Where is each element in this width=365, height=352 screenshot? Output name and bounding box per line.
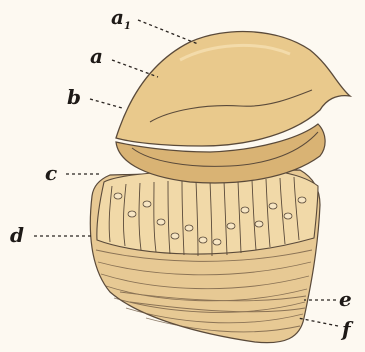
label-a1: a1 bbox=[111, 5, 131, 32]
label-b: b bbox=[67, 85, 81, 109]
leader-a1 bbox=[138, 20, 198, 44]
label-d: d bbox=[10, 223, 24, 247]
label-c: c bbox=[45, 161, 57, 185]
leader-b bbox=[90, 99, 122, 108]
label-e: e bbox=[339, 287, 352, 311]
label-a: a bbox=[90, 44, 103, 68]
label-f: f bbox=[340, 317, 354, 341]
